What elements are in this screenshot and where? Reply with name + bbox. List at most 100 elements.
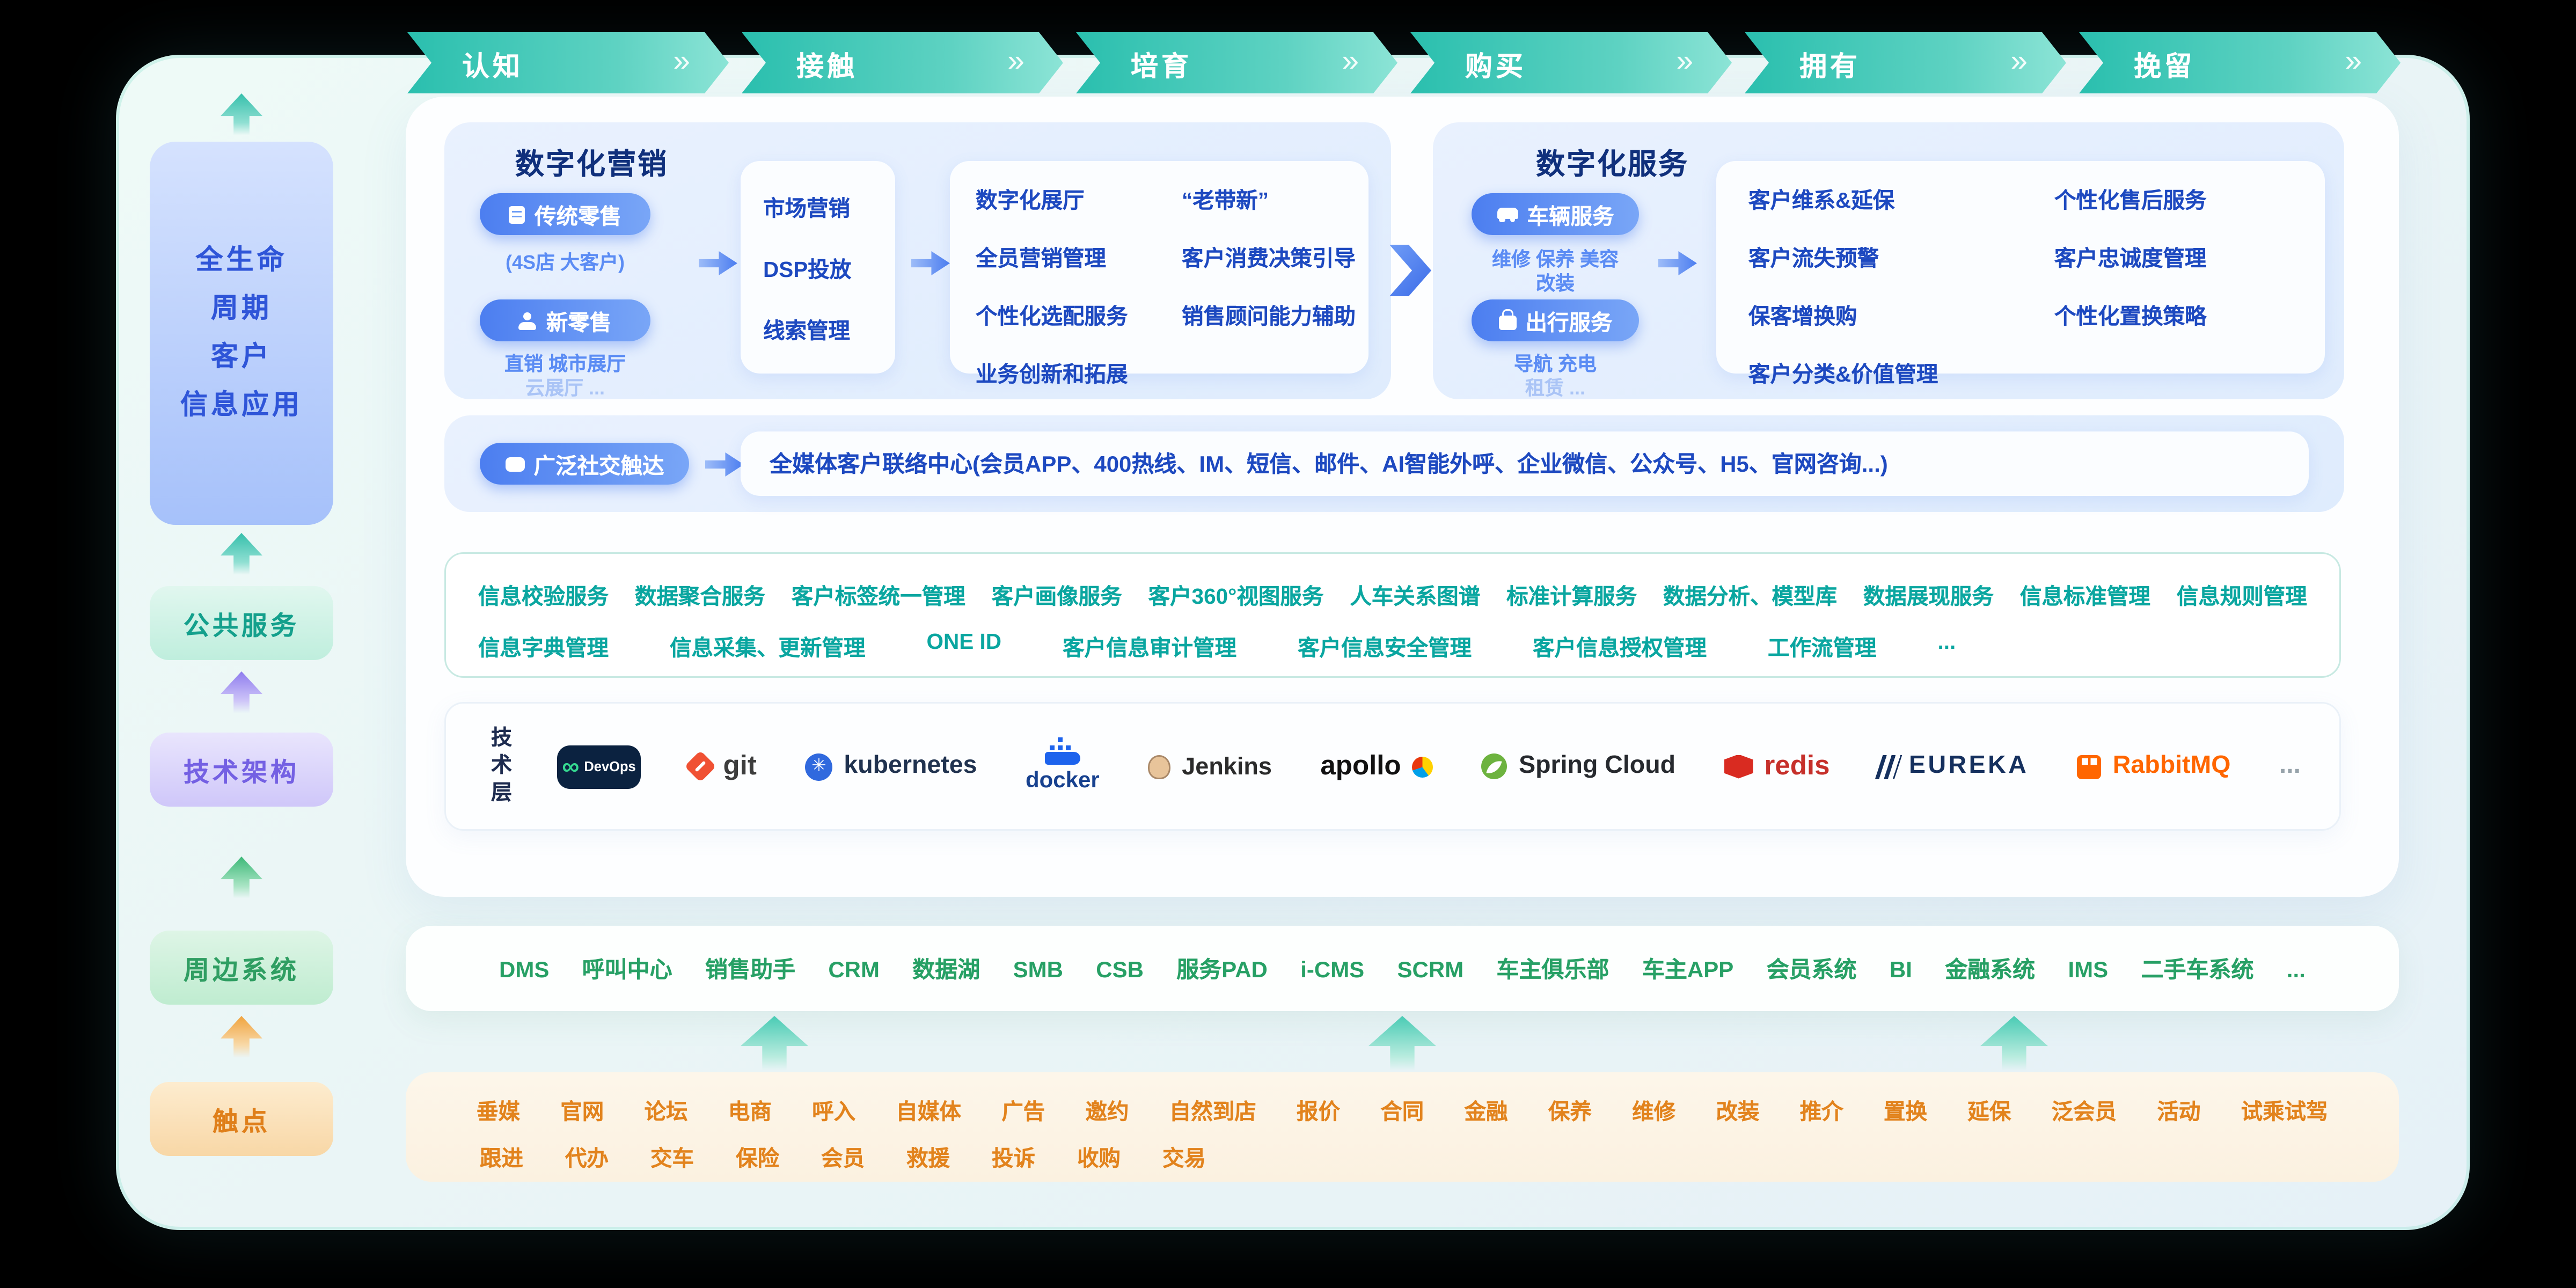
- system-item: ...: [2286, 955, 2306, 982]
- spring-cloud-logo: Spring Cloud: [1482, 752, 1675, 781]
- vehicle-service-button[interactable]: 车辆服务: [1472, 193, 1639, 235]
- touchpoints-row-2: 跟进代办交车保险会员救援投诉收购交易: [477, 1140, 2328, 1172]
- touchpoint-item: 论坛: [644, 1100, 688, 1124]
- lifecycle-stage-label: 拥有: [1799, 50, 1861, 82]
- touchpoint-item: 收购: [1077, 1146, 1121, 1170]
- marketing-capability-col-2: “老带新”客户消费决策引导销售顾问能力辅助: [1182, 182, 1356, 388]
- sidebar-lifecycle-line: 周期: [211, 293, 272, 324]
- spring-cloud-label: Spring Cloud: [1519, 752, 1676, 779]
- git-label: git: [723, 750, 757, 781]
- double-chevron-icon: »: [1342, 45, 1358, 79]
- public-service-item: ...: [1937, 630, 1956, 654]
- public-service-item: 工作流管理: [1768, 636, 1877, 660]
- digital-service-section: 数字化服务 车辆服务 维修 保养 美容 改装 出行服务 导航 充电 租赁 ...…: [1433, 122, 2344, 399]
- double-chevron-icon: »: [1007, 45, 1023, 79]
- digital-marketing-section: 数字化营销 传统零售 (4S店 大客户) 新零售 直销 城市展厅 云展厅 ...…: [444, 122, 1391, 399]
- marketing-section-title: 数字化营销: [515, 148, 668, 180]
- traditional-retail-button[interactable]: 传统零售: [480, 193, 650, 235]
- devops-icon: ∞ DevOps: [557, 744, 641, 788]
- tech-logos: ∞ DevOps git ✳ kubernetes docker: [531, 741, 2301, 792]
- sidebar-touchpoints: 触点: [150, 1082, 333, 1156]
- touchpoint-item: 金融: [1464, 1100, 1508, 1124]
- lifecycle-stage-label: 挽留: [2134, 50, 2196, 82]
- docker-whale-icon: [1044, 741, 1080, 765]
- travel-sub-1: 导航 充电: [1513, 353, 1597, 375]
- vehicle-service-label: 车辆服务: [1527, 204, 1614, 229]
- touchpoint-item: 保养: [1548, 1100, 1592, 1124]
- touchpoint-item: 官网: [560, 1100, 604, 1124]
- touchpoint-item: 广告: [1001, 1100, 1045, 1124]
- apollo-icon: [1412, 756, 1433, 777]
- public-service-item: 客户信息安全管理: [1298, 636, 1472, 660]
- marketing-capability-item: 业务创新和拓展: [976, 362, 1128, 386]
- touchpoints-bar: 垂媒官网论坛电商呼入自媒体广告邀约自然到店报价合同金融保养维修改装推介置换延保泛…: [406, 1072, 2399, 1182]
- new-retail-button[interactable]: 新零售: [480, 299, 650, 341]
- marketing-capability-item: 全员营销管理: [976, 246, 1106, 270]
- public-service-item: ONE ID: [926, 630, 1002, 654]
- right-arrow-icon: [699, 251, 737, 275]
- rabbitmq-icon: [2077, 754, 2102, 779]
- apollo-label: apollo: [1320, 750, 1401, 781]
- vehicle-sub-2: 改装: [1535, 272, 1575, 295]
- kubernetes-logo: ✳ kubernetes: [805, 752, 977, 781]
- document-icon: [509, 205, 525, 223]
- redis-logo: redis: [1724, 750, 1830, 782]
- service-capability-col-1: 客户维系&延保客户流失预警保客增换购客户分类&价值管理: [1748, 182, 2054, 388]
- public-service-item: 信息规则管理: [2176, 584, 2307, 609]
- lifecycle-stage-bar: 认知 » 接触 » 培育 » 购买 » 拥有 » 挽留 »: [407, 32, 2401, 93]
- public-service-item: 数据展现服务: [1863, 584, 1994, 609]
- marketing-capability-item: “老带新”: [1182, 188, 1269, 213]
- service-capability-item: 客户忠诚度管理: [2054, 246, 2207, 270]
- social-reach-button[interactable]: 广泛社交触达: [480, 443, 689, 485]
- system-item: IMS: [2068, 955, 2109, 982]
- public-service-item: 信息标准管理: [2019, 584, 2150, 609]
- main-panel: 数字化营销 传统零售 (4S店 大客户) 新零售 直销 城市展厅 云展厅 ...…: [406, 97, 2399, 897]
- touchpoint-item: 跟进: [480, 1146, 523, 1170]
- person-icon: [518, 311, 537, 330]
- contact-center-box: 全媒体客户联络中心(会员APP、400热线、IM、短信、邮件、AI智能外呼、企业…: [741, 431, 2309, 496]
- system-item: 车主APP: [1642, 955, 1734, 982]
- sidebar-lifecycle-box: 全生命 周期 客户 信息应用: [150, 142, 333, 525]
- public-service-item: 信息采集、更新管理: [670, 636, 866, 660]
- marketing-capabilities-box: 数字化展厅全员营销管理个性化选配服务业务创新和拓展 “老带新”客户消费决策引导销…: [950, 161, 1368, 386]
- jenkins-logo: Jenkins: [1148, 753, 1272, 780]
- marketing-funnel-item: DSP投放: [763, 258, 852, 282]
- touchpoint-item: 推介: [1799, 1100, 1843, 1124]
- devops-label: DevOps: [584, 758, 636, 774]
- kubernetes-label: kubernetes: [844, 752, 977, 779]
- traditional-retail-label: 传统零售: [535, 204, 621, 229]
- public-service-item: 人车关系图谱: [1350, 584, 1481, 609]
- system-item: SCRM: [1397, 955, 1464, 982]
- lifecycle-stage-label: 认知: [462, 50, 523, 82]
- traditional-retail-sub: (4S店 大客户): [505, 251, 625, 274]
- system-item: 数据湖: [912, 955, 980, 982]
- touchpoint-item: 代办: [565, 1146, 609, 1170]
- redis-icon: [1724, 754, 1753, 779]
- system-item: BI: [1889, 955, 1912, 982]
- lifecycle-stage-label: 接触: [796, 50, 858, 82]
- system-item: 会员系统: [1766, 955, 1857, 982]
- touchpoint-item: 自媒体: [896, 1100, 961, 1124]
- system-item: CSB: [1096, 955, 1144, 982]
- touchpoint-item: 会员: [821, 1146, 865, 1170]
- public-service-item: 客户标签统一管理: [791, 584, 965, 609]
- helm-icon: ✳: [811, 756, 826, 775]
- service-capability-item: 保客增换购: [1748, 304, 1857, 328]
- car-icon: [1496, 207, 1518, 222]
- travel-service-button[interactable]: 出行服务: [1472, 299, 1639, 341]
- lifecycle-stage: 购买 »: [1410, 32, 1732, 93]
- double-chevron-icon: »: [2345, 45, 2361, 79]
- contact-center-text: 全媒体客户联络中心(会员APP、400热线、IM、短信、邮件、AI智能外呼、企业…: [770, 451, 1888, 477]
- redis-label: redis: [1764, 750, 1830, 781]
- service-capability-item: 客户分类&价值管理: [1748, 362, 1938, 386]
- system-item: 金融系统: [1945, 955, 2036, 982]
- touchpoint-item: 交易: [1162, 1146, 1206, 1170]
- sidebar-lifecycle-line: 客户: [211, 341, 272, 372]
- eureka-icon: [1874, 754, 1902, 779]
- double-chevron-icon: »: [2010, 45, 2026, 79]
- public-service-item: 客户360°视图服务: [1148, 584, 1324, 609]
- rabbitmq-logo: RabbitMQ: [2077, 752, 2230, 781]
